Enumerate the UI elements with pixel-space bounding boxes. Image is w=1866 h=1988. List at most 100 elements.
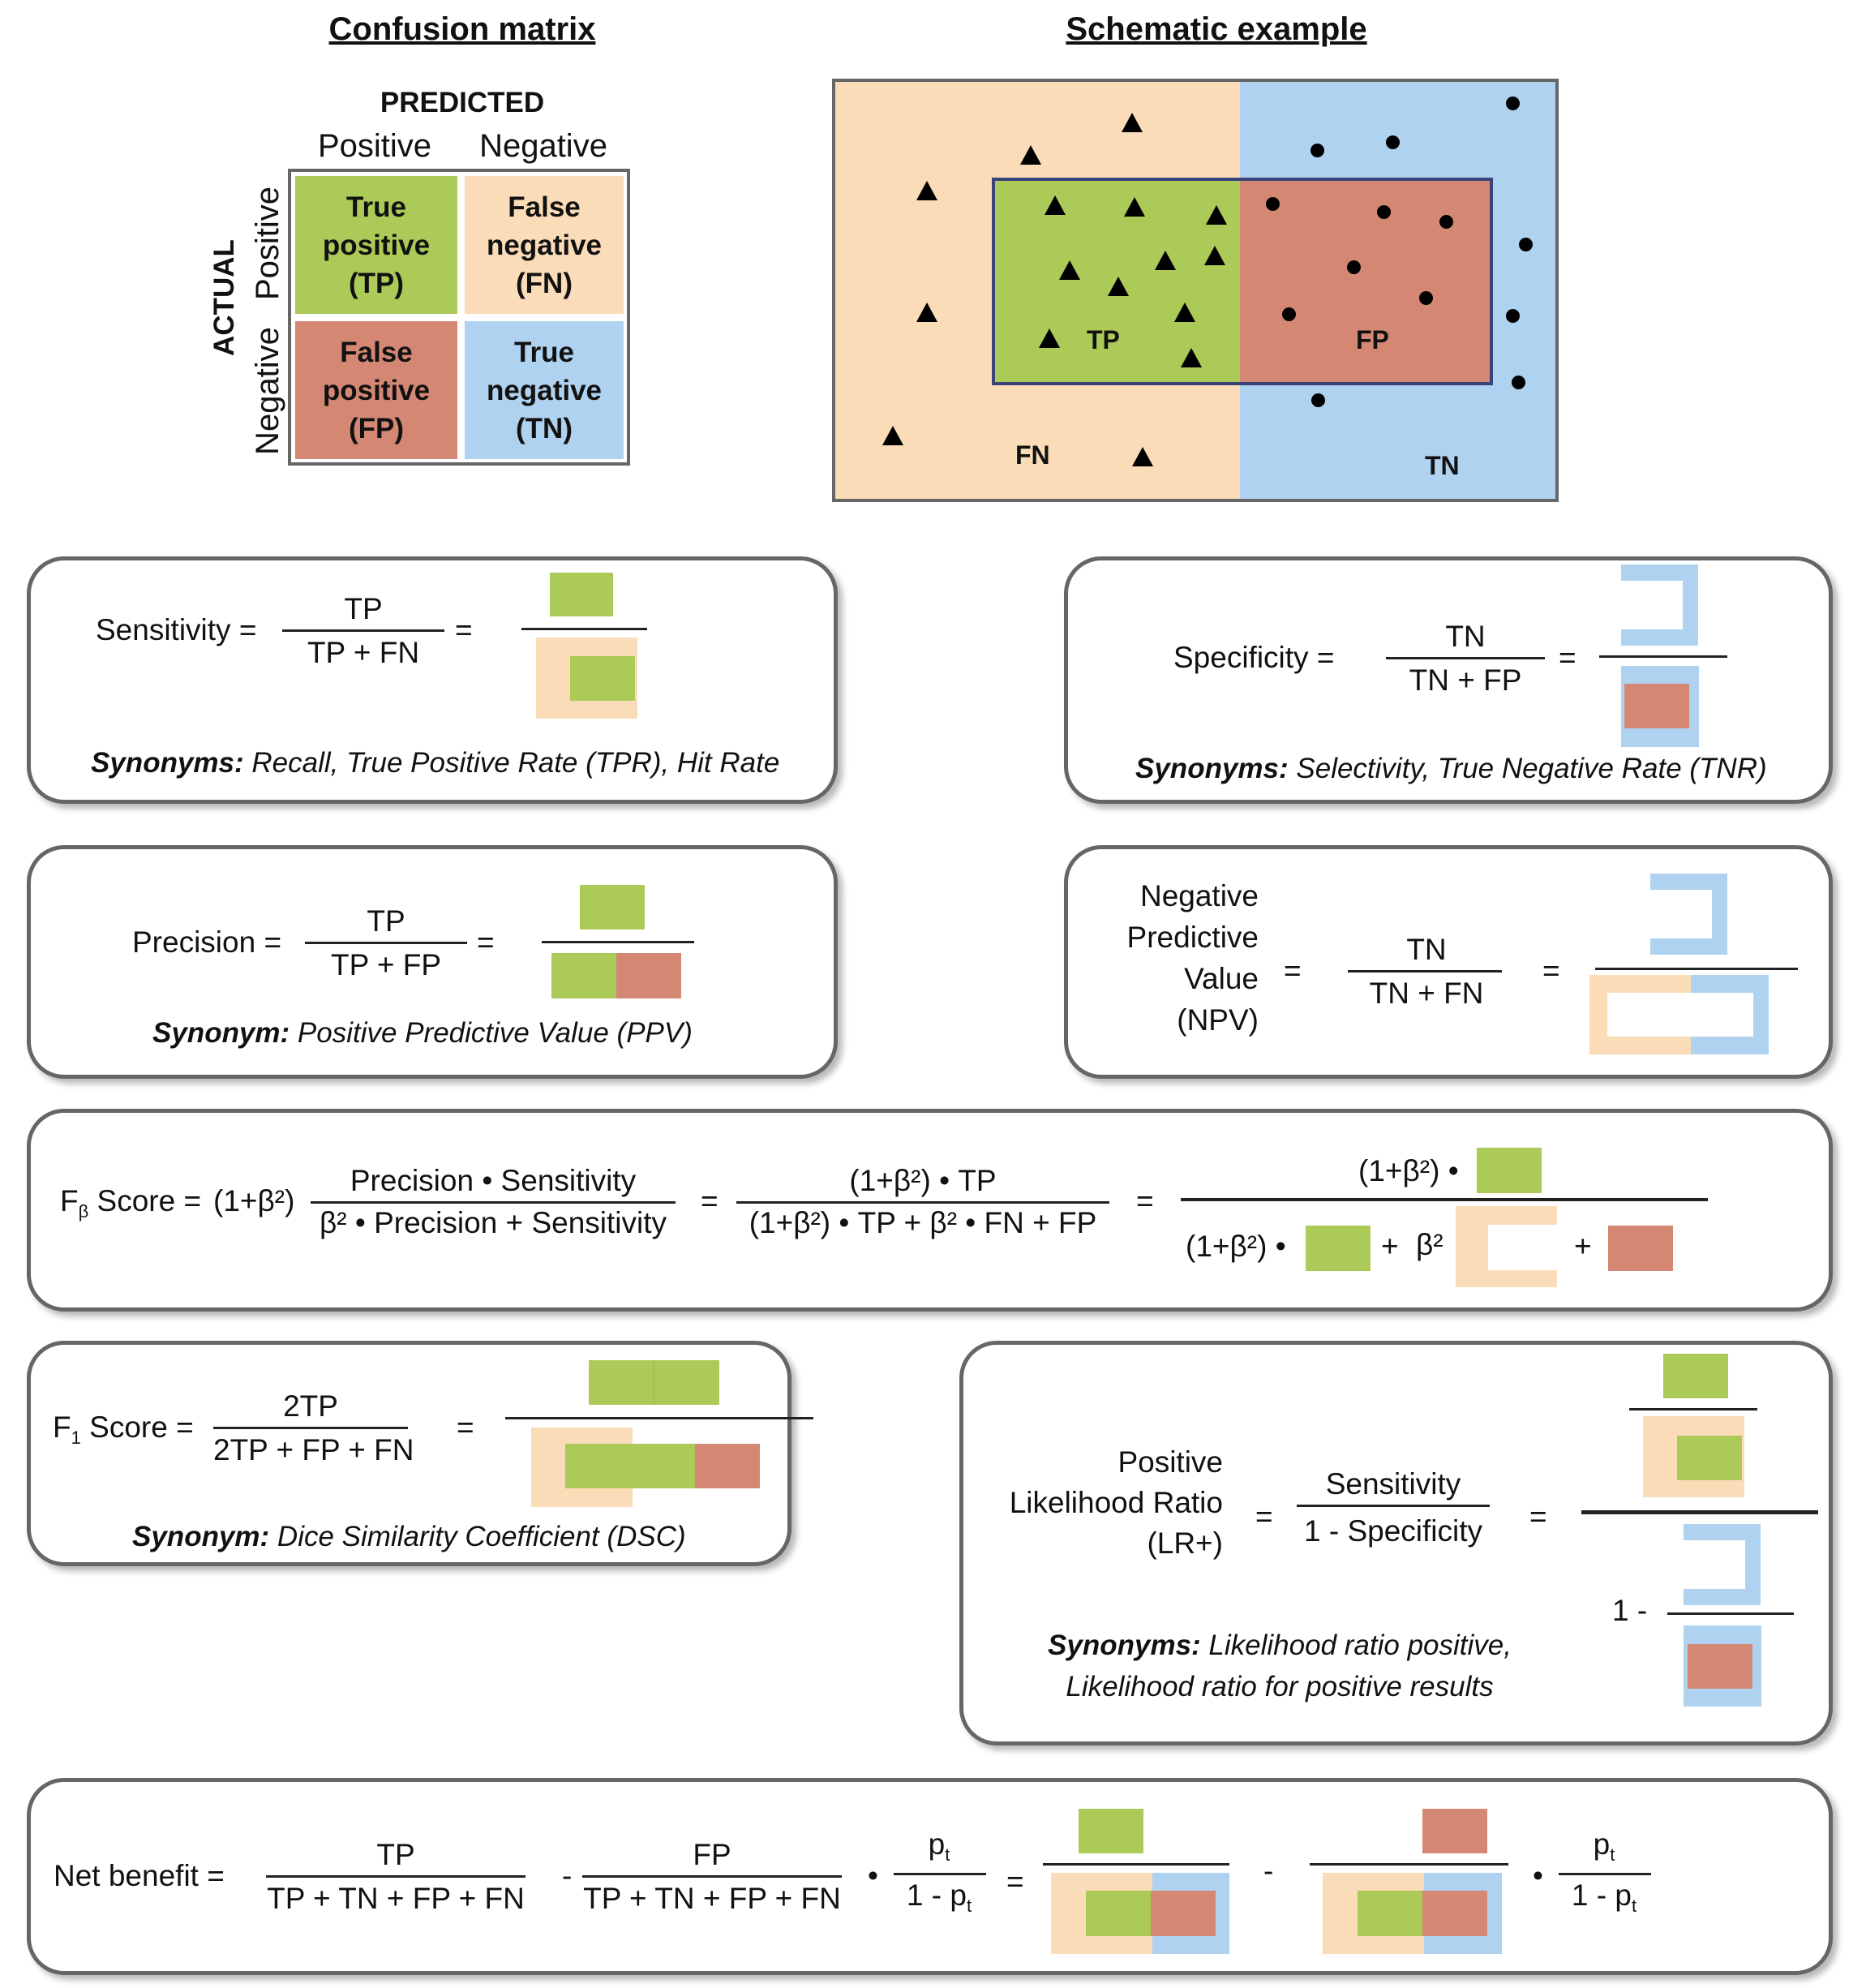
fraction-bar (266, 1875, 525, 1878)
equals-sign: = (1559, 641, 1576, 674)
fn-square-icon-cutout (1488, 1225, 1557, 1270)
triangle-marker (1020, 145, 1041, 165)
fbeta-numerator-3: (1+β²) • (1358, 1154, 1459, 1187)
fraction-bar (1629, 1408, 1757, 1410)
tn-square-icon-cutout (1650, 890, 1712, 938)
pt-numerator: pt (928, 1827, 950, 1865)
equals-sign: = (1006, 1865, 1024, 1898)
predicted-label: PREDICTED (380, 87, 545, 118)
net-benefit-denominator-2: TP + TN + FP + FN (583, 1882, 841, 1915)
fraction-bar (1595, 968, 1798, 970)
fbeta-denominator-1: β² • Precision + Sensitivity (319, 1206, 667, 1239)
tp-square-icon (654, 1360, 719, 1405)
confusion-matrix-heading: Confusion matrix (328, 11, 596, 47)
tp-square-icon (1086, 1891, 1151, 1936)
triangle-marker (1181, 348, 1202, 367)
beta-squared: β² (1416, 1228, 1443, 1261)
predicted-negative-label: Negative (479, 128, 607, 164)
equals-sign: = (1542, 954, 1560, 987)
sensitivity-label: Sensitivity = (96, 613, 257, 646)
equals-sign: = (455, 613, 473, 646)
precision-label: Precision = (132, 925, 282, 959)
fraction-bar (505, 1417, 813, 1419)
net-benefit-denominator-1: TP + TN + FP + FN (267, 1882, 525, 1915)
net-benefit-label: Net benefit = (54, 1859, 225, 1892)
fraction-bar (1667, 1612, 1794, 1615)
dot-operator: • (1533, 1859, 1543, 1892)
equals-sign: = (1255, 1500, 1273, 1533)
predicted-positive-label: Positive (317, 128, 432, 164)
fraction-bar (1181, 1198, 1708, 1201)
fraction-bar (1386, 657, 1545, 659)
lr-numerator: Sensitivity (1325, 1467, 1461, 1501)
triangle-marker (1204, 246, 1225, 265)
f1-denominator: 2TP + FP + FN (213, 1433, 414, 1466)
dot-operator: • (868, 1859, 878, 1892)
minus-sign: - (562, 1859, 573, 1892)
net-benefit-numerator-2: FP (693, 1838, 731, 1871)
actual-negative-label: Negative (250, 327, 285, 455)
fraction-bar (1043, 1863, 1229, 1866)
dot-marker (1266, 197, 1280, 211)
npv-numerator: TN (1406, 933, 1447, 966)
fbeta-numerator-1: Precision • Sensitivity (350, 1164, 637, 1197)
fraction-bar (1599, 655, 1727, 658)
fraction-bar (1348, 970, 1502, 973)
triangle-marker (1039, 328, 1060, 348)
dot-marker (1386, 135, 1400, 149)
tp-square-icon (551, 953, 616, 998)
tn-square-icon-cutout (1621, 581, 1683, 629)
sensitivity-numerator: TP (344, 592, 383, 625)
dot-marker (1282, 307, 1296, 321)
fraction-bar (1310, 1863, 1508, 1866)
lr-denominator: 1 - Specificity (1303, 1514, 1482, 1548)
fp-region (1240, 181, 1490, 382)
plus-sign: + (1381, 1230, 1399, 1263)
triangle-marker (1132, 447, 1153, 466)
tp-square-icon (1677, 1436, 1742, 1480)
triangle-marker (1045, 195, 1066, 215)
equals-sign: = (1136, 1184, 1154, 1217)
specificity-label: Specificity = (1173, 641, 1335, 674)
precision-numerator: TP (367, 904, 405, 938)
precision-box: Precision = TP TP + FP = Synonym: Positi… (27, 845, 838, 1079)
dot-marker (1512, 376, 1525, 389)
schematic-fp-label: FP (1356, 325, 1389, 354)
fp-square-icon (695, 1444, 760, 1488)
lr-synonyms: Synonyms: Likelihood ratio positive, Lik… (1048, 1629, 1512, 1702)
triangle-marker (882, 426, 903, 445)
tp-square-icon (565, 1444, 695, 1488)
precision-synonym: Synonym: Positive Predictive Value (PPV) (152, 1017, 693, 1049)
tp-square-icon (580, 885, 645, 930)
triangle-marker (1122, 113, 1143, 132)
fbeta-denominator-2: (1+β²) • TP + β² • FN + FP (749, 1206, 1097, 1239)
tp-square-icon (1663, 1354, 1728, 1398)
net-benefit-box: Net benefit = TP TP + TN + FP + FN - FP … (27, 1778, 1833, 1975)
specificity-numerator: TN (1445, 620, 1486, 653)
triangle-marker (1059, 260, 1080, 280)
triangle-marker (1124, 197, 1145, 217)
actual-label: ACTUAL (208, 239, 240, 356)
fbeta-numerator-2: (1+β²) • TP (849, 1164, 997, 1197)
fraction-bar (542, 941, 694, 943)
dot-marker (1311, 393, 1325, 407)
minus-sign: - (1263, 1854, 1274, 1887)
fbeta-denominator-3a: (1+β²) • (1186, 1230, 1286, 1263)
specificity-box: Specificity = TN TN + FP = Synonyms: Sel… (1064, 556, 1833, 804)
tn-square-icon-cutout (1684, 1540, 1745, 1589)
fp-square-icon (1151, 1891, 1216, 1936)
dot-marker (1506, 309, 1520, 323)
dot-marker (1439, 215, 1453, 229)
specificity-denominator: TN + FP (1409, 663, 1522, 697)
fraction-bar (521, 628, 647, 630)
actual-positive-label: Positive (250, 186, 285, 301)
fp-square-icon (1422, 1809, 1487, 1853)
